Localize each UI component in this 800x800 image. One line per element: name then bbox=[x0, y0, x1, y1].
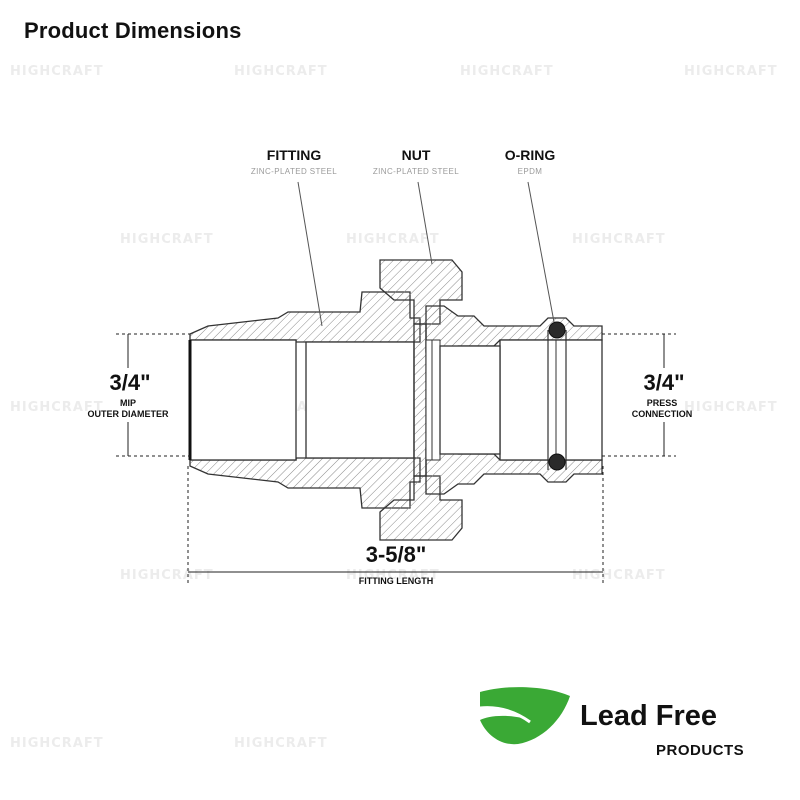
length-dimension bbox=[187, 466, 604, 584]
products-text: PRODUCTS bbox=[656, 742, 745, 759]
left-dimension-value: 3/4" bbox=[109, 370, 151, 395]
leaf-icon bbox=[479, 687, 570, 745]
oring-leader bbox=[527, 181, 555, 323]
bore-left bbox=[189, 339, 297, 461]
oring-material: EPDM bbox=[517, 167, 543, 176]
lead-free-text: Lead Free bbox=[580, 700, 717, 732]
page-title: Product Dimensions bbox=[24, 18, 242, 43]
oring-label: O-RING bbox=[504, 147, 556, 163]
fitting-lower-wall bbox=[189, 457, 421, 509]
left-dimension-line1: MIP bbox=[119, 398, 137, 408]
length-dimension-label: FITTING LENGTH bbox=[358, 576, 434, 586]
fitting-material: ZINC-PLATED STEEL bbox=[250, 167, 338, 176]
nut-material: ZINC-PLATED STEEL bbox=[372, 167, 460, 176]
oring-bottom bbox=[548, 453, 566, 471]
bore-press bbox=[499, 339, 603, 461]
nut-leader bbox=[417, 181, 433, 265]
fitting-upper-wall bbox=[189, 291, 421, 343]
length-dimension-value: 3-5/8" bbox=[365, 542, 427, 567]
right-dimension-line1: PRESS bbox=[646, 398, 678, 408]
press-inner-step bbox=[439, 345, 501, 455]
bore-middle bbox=[305, 341, 415, 459]
nut-label: NUT bbox=[401, 147, 431, 163]
right-dimension-line2: CONNECTION bbox=[631, 409, 693, 419]
fitting-leader bbox=[297, 181, 323, 327]
fitting-label: FITTING bbox=[266, 147, 322, 163]
left-dimension-line2: OUTER DIAMETER bbox=[87, 409, 169, 419]
union-seat bbox=[413, 323, 427, 477]
oring-top bbox=[548, 321, 566, 339]
union-gap bbox=[425, 339, 441, 461]
right-dimension-value: 3/4" bbox=[643, 370, 685, 395]
right-diameter-dimension bbox=[602, 333, 676, 457]
left-diameter-dimension bbox=[116, 333, 190, 457]
